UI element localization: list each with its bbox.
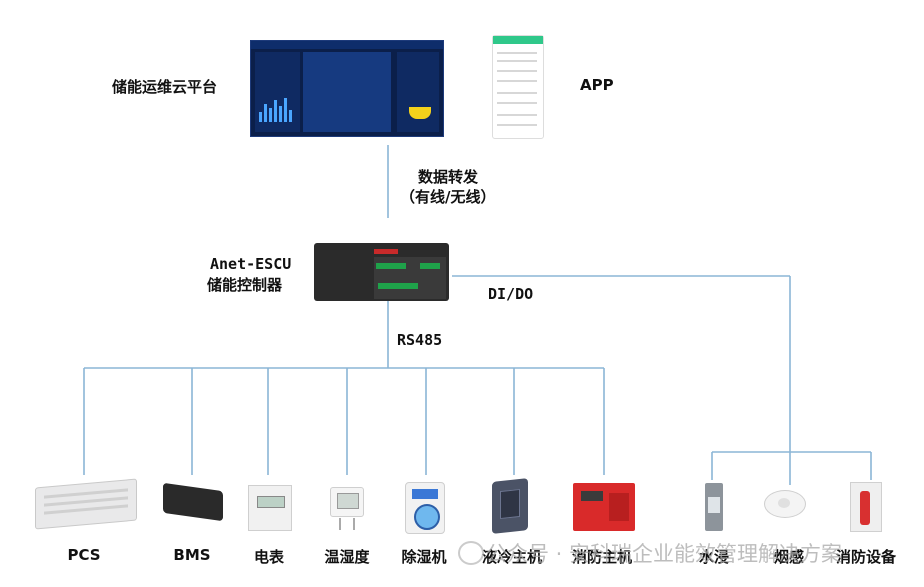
device-label-cooler: 液冷主机 (481, 548, 543, 566)
controller-device (314, 243, 449, 301)
forward-mode-label: （有线/无线） (400, 188, 496, 206)
app-screenshot (492, 35, 544, 139)
controller-name: 储能控制器 (207, 276, 283, 294)
device-label-bms: BMS (173, 546, 211, 564)
fire-equipment-device (850, 482, 882, 532)
device-label-pcs: PCS (67, 546, 101, 564)
device-label-water: 水浸 (698, 548, 730, 566)
water-sensor-device (705, 483, 723, 531)
wechat-icon (458, 541, 484, 565)
device-label-smoke: 烟感 (773, 548, 805, 566)
device-label-thermo: 温湿度 (324, 548, 370, 566)
watermark-text: 公众号 · 安科瑞企业能效管理解决方案 (486, 542, 843, 566)
pcs-device (35, 478, 137, 530)
dashboard-image (250, 40, 444, 137)
thermo-device (330, 487, 364, 530)
platform-label: 储能运维云平台 (112, 78, 218, 96)
dido-label: DI/DO (488, 285, 534, 303)
forward-label: 数据转发 (418, 168, 479, 186)
rs485-label: RS485 (397, 331, 443, 349)
device-label-meter: 电表 (253, 548, 285, 566)
cooler-device (492, 478, 528, 534)
fire-host-device (573, 483, 635, 531)
device-label-fire-equipment: 消防设备 (835, 548, 897, 566)
smoke-detector-device (764, 490, 806, 518)
meter-device (248, 485, 292, 531)
controller-model: Anet-ESCU (210, 255, 292, 273)
device-label-dehumidifier: 除湿机 (401, 548, 447, 566)
device-label-fire-host: 消防主机 (571, 548, 633, 566)
app-label: APP (580, 76, 614, 94)
dehumidifier-device (405, 482, 445, 534)
